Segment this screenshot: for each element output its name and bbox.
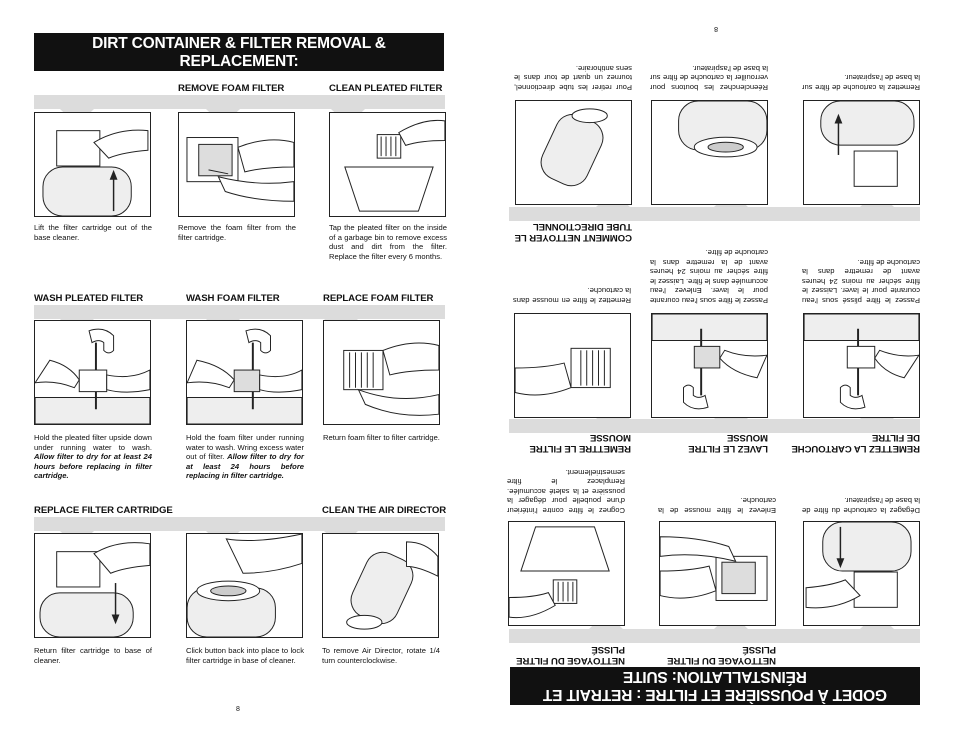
illustration-fr-click-button [651,100,768,205]
row-band [509,207,920,221]
step-caption-fr: Passez le filtre plissé sous l'eau coura… [802,257,920,305]
step-label-clean-pleated-filter: CLEAN PLEATED FILTER [329,83,443,94]
step-caption-fr: Dégagez la cartouche du filtre de la bas… [802,496,920,515]
english-page: DIRT CONTAINER & FILTER REMOVAL & REPLAC… [34,33,447,713]
step-caption: Return filter cartridge to base of clean… [34,646,152,665]
illustration-fr-replace-foam [514,313,631,418]
step-caption-fr: Cognez le filtre contre l'intérieur d'un… [507,467,625,515]
row-band [34,517,445,531]
step-label-replace-foam-filter: REPLACE FOAM FILTER [323,293,434,304]
step-label-clean-air-director: CLEAN THE AIR DIRECTOR [322,505,447,516]
step-caption-fr: Pour retirer les tube directionnel, tour… [514,63,632,92]
step-caption: Return foam filter to filter cartridge. [323,433,440,442]
step-caption: Lift the filter cartridge out of the bas… [34,223,152,242]
title-line-2-fr: RÉINSTALLATION: SUITE [623,668,807,685]
illustration-tap-pleated-filter [329,112,446,217]
page-number-fr: 8 [714,25,718,32]
illustration-fr-wash-pleated [803,313,920,418]
step-label-replace-filter-cartridge: REPLACE FILTER CARTRIDGE [34,505,173,516]
french-page-rotated: GODET À POUSSIÈRE ET FILTRE : RETRAIT ET… [477,0,954,738]
french-page: GODET À POUSSIÈRE ET FILTRE : RETRAIT ET… [477,0,954,738]
step-caption-fr: Enlevez le filtre mousse de la cartouche… [658,496,776,515]
step-caption-fr: Remettez le filtre en mousse dans la car… [513,286,631,305]
row-band [509,629,920,643]
step-caption-wash-foam: Hold the foam filter under running water… [186,433,304,481]
illustration-replace-foam-filter [323,320,440,425]
illustration-wash-pleated-filter [34,320,151,425]
illustration-replace-filter-cartridge [34,533,151,638]
step-caption-fr: Réenclenchez les boutons pour verrouille… [650,63,768,92]
step-label-fr: NETTOYAGE DU FILTRE PLISSÉ [667,644,776,666]
illustration-lift-cartridge [34,112,151,217]
row-band [34,95,445,109]
step-caption-wash-pleated: Hold the pleated filter upside down unde… [34,433,152,481]
step-label-remove-foam-filter: REMOVE FOAM FILTER [178,83,285,94]
row-band [34,305,445,319]
illustration-remove-foam-filter [178,112,295,217]
title-line-1-fr: GODET À POUSSIÈRE ET FILTRE : RETRAIT ET [543,686,887,703]
illustration-wash-foam-filter [186,320,303,425]
illustration-fr-air-director [515,100,632,205]
illustration-air-director [322,533,439,638]
step-caption: To remove Air Director, rotate 1/4 turn … [322,646,440,665]
step-caption-fr: Remettez la cartouche de filtre sur la b… [802,73,920,92]
illustration-fr-replace-cartridge [803,100,920,205]
step-caption: Click button back into place to lock fil… [186,646,304,665]
step-label-wash-pleated-filter: WASH PLEATED FILTER [34,293,144,304]
step-label-fr: REMETTRE LE FILTRE MOUSSE [529,432,631,454]
title-line-1: DIRT CONTAINER & FILTER REMOVAL & REPLAC… [92,35,386,70]
page-title: DIRT CONTAINER & FILTER REMOVAL & REPLAC… [34,33,444,88]
row-band [509,419,920,433]
step-label-wash-foam-filter: WASH FOAM FILTER [186,293,280,304]
step-label-fr: LAVEZ LE FILTRE MOUSSE [688,432,768,454]
page-number: 8 [236,706,240,713]
illustration-click-button [186,533,303,638]
step-caption: Tap the pleated filter on the inside of … [329,223,447,261]
step-caption-fr: Passez le filtre sous l'eau courante pou… [650,248,768,305]
title-line-2: CONTINUED [193,71,285,88]
illustration-fr-tap-filter [508,521,625,626]
page-title-fr: GODET À POUSSIÈRE ET FILTRE : RETRAIT ET… [510,667,920,705]
step-label-fr: NETTOYAGE DU FILTRE PLISSÉ [516,644,625,666]
step-label-fr: REMETTEZ LA CARTOUCHE DE FILTRE [791,432,920,454]
step-label-fr: COMMENT NETTOYER LE TUBE DIRECTIONNEL [514,221,632,243]
step-caption: Remove the foam filter from the filter c… [178,223,296,242]
illustration-fr-lift-cartridge [803,521,920,626]
illustration-fr-wash-foam [651,313,768,418]
illustration-fr-remove-foam [659,521,776,626]
